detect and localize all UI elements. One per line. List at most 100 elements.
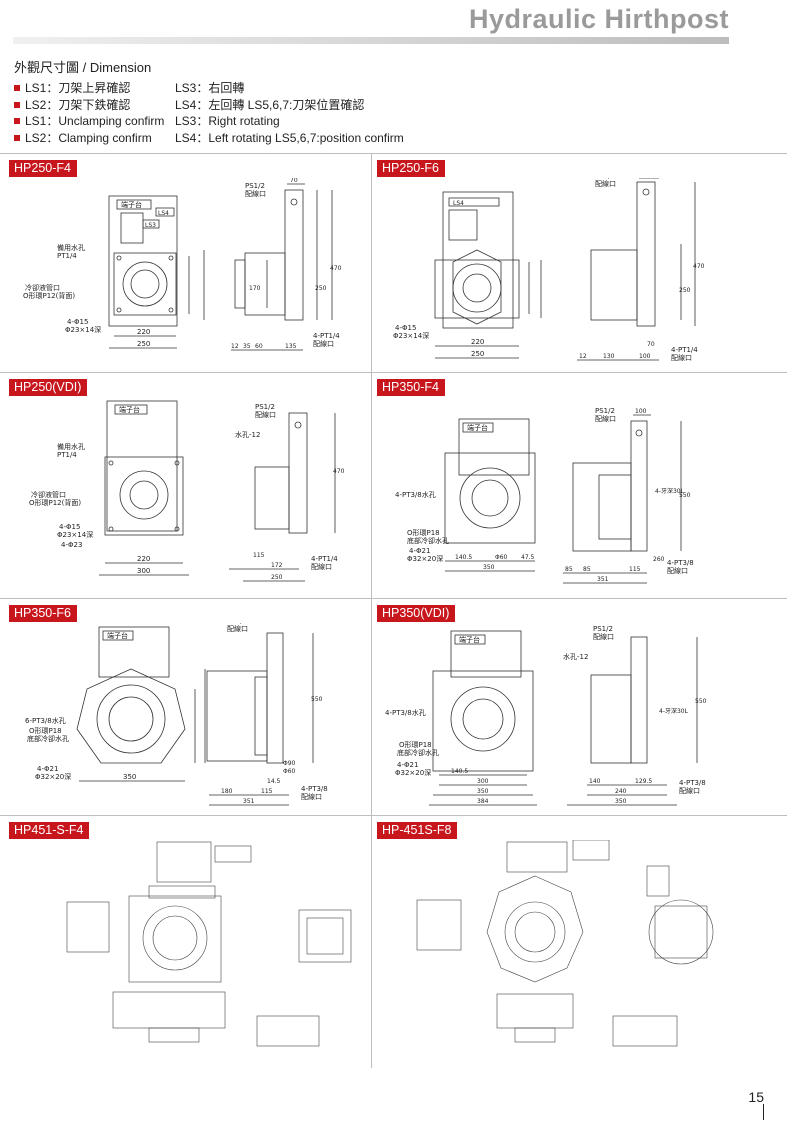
drawing-label: 12 [231,343,239,350]
drawing-label: 4-PT3/8 [679,779,706,787]
divider [0,372,787,373]
drawing-label: O形環P12(背面) [29,498,81,507]
drawing-label: 180 [221,788,233,795]
drawing-label: PT1/4 [57,451,77,459]
page-marker [763,1104,764,1120]
legend-text: LS4：左回轉 LS5,6,7:刀架位置確認 [175,97,365,112]
header-title: Hydraulic Hirthpost [468,4,729,34]
drawing-label: 129.5 [635,778,652,785]
drawing-label: 端子台 [119,405,140,414]
drawing-hp250-f4: 端子台 LS4 LS3 備用水孔 PT1/4 冷卻液管口 O形環P12(背面) … [23,178,342,351]
drawing-label: 底部冷卻水孔 [27,734,69,743]
drawing-label: PS1/2 [255,403,275,411]
drawing-label: 4-Φ15 [395,324,416,332]
drawing-label: PS1/2 [593,625,613,633]
drawing-label: 470 [333,468,345,475]
drawing-label: 250 [137,340,150,348]
drawing-label: 470 [693,263,705,270]
legend-text: LS1：刀架上昇確認 [25,81,131,95]
panel-hp350-vdi: HP350(VDI) 端子台 4-PT3/8水孔 O形環P18 底部冷卻水孔 4… [377,605,777,811]
drawing-hp-451s-f8 [416,840,714,1047]
drawing-label: 300 [477,778,489,785]
drawing-label: 250 [471,350,484,358]
legend-text: LS2：刀架下鉄確認 [25,97,131,112]
drawing-label: Φ32×20深 [407,554,443,563]
drawing-label: 115 [629,566,641,573]
drawing-label: LS3 [145,222,156,229]
drawing-label: Φ23×14深 [65,325,101,334]
drawing-label: PS1/2 [245,182,265,190]
drawing-label: 4-Φ21 [397,761,418,769]
drawing-label: 135 [285,343,297,350]
drawing-label: 172 [271,562,283,569]
panel-label: HP350-F6 [9,605,77,622]
drawing-label: PT1/4 [57,252,77,260]
panel-hp350-f4: HP350-F4 端子台 4-PT3/8水孔 O形環P18 底部冷卻水孔 4-Φ… [377,379,777,594]
divider [0,598,787,599]
drawing-label: 220 [137,328,150,336]
drawing-label: PS1/2 [227,623,247,625]
drawing-label: 85 [565,566,573,573]
drawing-label: Φ60 [283,768,296,775]
drawing-label: 4-Φ15 [67,318,88,326]
drawing-label: 配線口 [301,792,322,801]
drawing-hp451-s-f4 [66,841,352,1047]
drawing-label: 35 [243,343,251,350]
drawing-label: 70 [647,341,655,348]
drawing-label: 350 [123,773,136,781]
bullet-icon [14,134,20,141]
panel-hp250-f6: HP250-F6 LS4 4-Φ15 Φ23×14深 220 250 PS1/2… [377,160,777,370]
drawing-label: 550 [311,696,323,703]
panel-hp250-f4: HP250-F4 端子台 LS4 LS3 備用水孔 PT1/4 冷卻液管口 O形… [9,160,367,370]
divider [371,153,372,1068]
panel-hp-451s-f8: HP-451S-F8 [377,822,777,1067]
divider [0,153,787,154]
drawing-label: 水孔-12 [235,430,260,439]
drawing-label: 115 [253,552,265,559]
drawing-label: 300 [137,567,150,575]
drawing-label: 384 [477,798,489,805]
drawing-label: 備用水孔 [57,243,85,252]
drawing-hp250-f6: LS4 4-Φ15 Φ23×14深 220 250 PS1/2 配線口 250 … [393,178,705,362]
drawing-label: 100 [639,353,651,360]
drawing-label: 6-PT3/8水孔 [25,716,66,725]
drawing-label: 220 [471,338,484,346]
drawing-label: 100 [635,408,647,415]
section-heading: 外觀尺寸圖 / Dimension [14,60,152,75]
drawing-label: 配線口 [595,414,616,423]
drawing-label: 250 [271,574,283,581]
drawing-hp350-f6: 端子台 6-PT3/8水孔 O形環P18 底部冷卻水孔 4-Φ21 Φ32×20… [25,623,328,806]
drawing-label: 260 [653,556,665,563]
divider [0,815,787,816]
legend-text: LS2：Clamping confirm [25,130,152,145]
legend-text: LS1：Unclamping confirm [25,114,165,128]
drawing-label: 4-PT3/8水孔 [385,708,426,717]
drawing-label: 配線口 [245,189,266,198]
drawing-label: 4-PT3/8 [667,559,694,567]
drawing-label: 4-Φ23 [61,541,82,549]
drawing-label: 4-PT3/8水孔 [395,490,436,499]
drawing-label: 70 [290,178,298,184]
drawing-label: 60 [255,343,263,350]
panel-label: HP350(VDI) [377,605,456,622]
panel-hp250-vdi: HP250(VDI) 端子台 備用水孔 PT1/4 冷卻液管口 O形環P12(背… [9,379,367,594]
drawing-label: 250 [679,287,691,294]
drawing-label: 冷卻液管口 [31,490,66,499]
drawing-label: 12 [579,353,587,360]
drawing-label: 配線口 [671,353,692,362]
drawing-hp350-f4: 端子台 4-PT3/8水孔 O形環P18 底部冷卻水孔 4-Φ21 Φ32×20… [395,407,694,584]
drawing-label: 550 [679,492,691,499]
drawing-label: 配線口 [227,624,248,633]
panel-label: HP451-S-F4 [9,822,90,839]
drawing-hp350-vdi: 端子台 4-PT3/8水孔 O形環P18 底部冷卻水孔 4-Φ21 Φ32×20… [385,625,707,806]
drawing-label: 470 [330,265,342,272]
drawing-label: PS1/2 [595,178,615,180]
drawing-label: 4-Φ21 [37,765,58,773]
drawing-label: 14.5 [267,778,281,785]
drawing-hp250-vdi: 端子台 備用水孔 PT1/4 冷卻液管口 O形環P12(背面) 4-Φ15 Φ2… [29,400,345,582]
bullet-icon [14,85,20,91]
drawing-label: Φ90 [283,760,296,767]
drawing-label: 115 [261,788,273,795]
drawing-label: 端子台 [121,200,142,209]
drawing-label: 350 [615,798,627,805]
